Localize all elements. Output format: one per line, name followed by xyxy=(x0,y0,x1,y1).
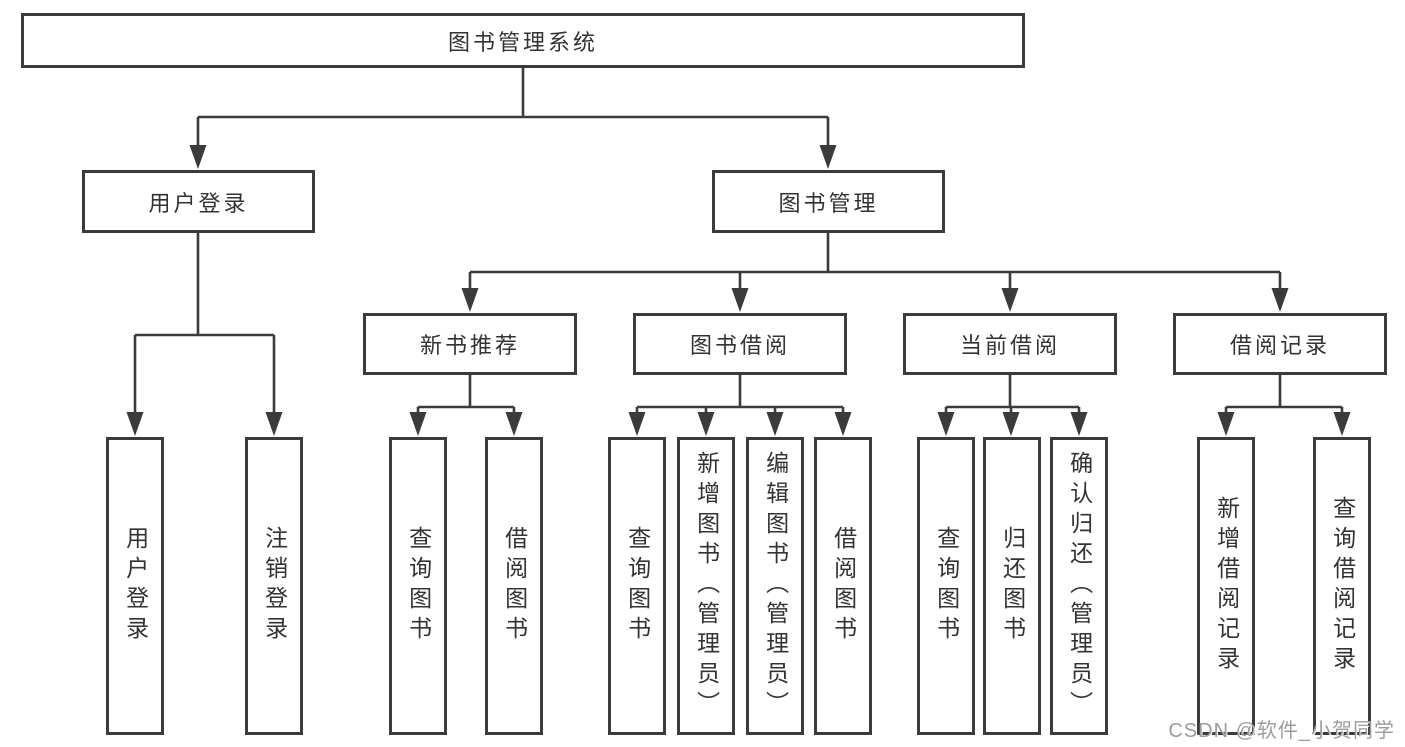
node-label: 查询图书 xyxy=(405,526,432,646)
arrowhead-icon xyxy=(409,412,427,436)
leaf-add-book-admin: 新增图书（管理员） xyxy=(677,437,735,735)
node-user-login-branch: 用户登录 xyxy=(82,170,315,233)
arrowhead-icon xyxy=(697,412,715,436)
arrowhead-icon xyxy=(189,145,207,169)
node-system-root: 图书管理系统 xyxy=(21,13,1025,68)
leaf-edit-book-admin: 编辑图书（管理员） xyxy=(746,437,804,735)
node-label: 用户登录 xyxy=(148,190,249,216)
leaf-logout: 注销登录 xyxy=(245,437,303,735)
node-book-borrow: 图书借阅 xyxy=(633,313,847,375)
node-label: 查询图书 xyxy=(933,526,960,646)
arrowhead-icon xyxy=(126,412,144,436)
arrowhead-icon xyxy=(819,145,837,169)
node-label: 查询借阅记录 xyxy=(1329,496,1356,676)
arrowhead-icon xyxy=(628,412,646,436)
leaf-query-book-3: 查询图书 xyxy=(917,437,975,735)
leaf-confirm-return-admin: 确认归还（管理员） xyxy=(1050,437,1108,735)
node-label: 图书管理 xyxy=(778,190,879,216)
leaf-borrow-book-2: 借阅图书 xyxy=(814,437,872,735)
node-label: 借阅图书 xyxy=(830,526,857,646)
leaf-add-borrow-record: 新增借阅记录 xyxy=(1197,437,1255,735)
arrowhead-icon xyxy=(1217,412,1235,436)
node-label: 新增借阅记录 xyxy=(1213,496,1240,676)
node-label: 图书管理系统 xyxy=(447,29,598,55)
arrowhead-icon xyxy=(1002,412,1020,436)
node-label: 当前借阅 xyxy=(959,333,1060,358)
leaf-borrow-book-1: 借阅图书 xyxy=(485,437,543,735)
node-label: 编辑图书（管理员） xyxy=(762,451,789,721)
leaf-return-book: 归还图书 xyxy=(983,437,1041,735)
arrowhead-icon xyxy=(1001,288,1019,312)
node-label: 注销登录 xyxy=(261,526,288,646)
node-label: 新增图书（管理员） xyxy=(693,451,720,721)
node-label: 借阅图书 xyxy=(501,526,528,646)
node-label: 借阅记录 xyxy=(1229,333,1330,358)
node-label: 新书推荐 xyxy=(419,333,520,358)
arrowhead-icon xyxy=(1070,412,1088,436)
leaf-query-book-2: 查询图书 xyxy=(608,437,666,735)
node-new-book-recommend: 新书推荐 xyxy=(363,313,577,375)
node-book-management-branch: 图书管理 xyxy=(712,170,945,233)
arrowhead-icon xyxy=(461,288,479,312)
arrowhead-icon xyxy=(265,412,283,436)
node-label: 用户登录 xyxy=(122,526,149,646)
node-label: 确认归还（管理员） xyxy=(1066,451,1093,721)
arrowhead-icon xyxy=(834,412,852,436)
arrowhead-icon xyxy=(937,412,955,436)
node-current-borrow: 当前借阅 xyxy=(903,313,1117,375)
node-borrow-records: 借阅记录 xyxy=(1173,313,1387,375)
arrowhead-icon xyxy=(766,412,784,436)
leaf-query-borrow-record: 查询借阅记录 xyxy=(1313,437,1371,735)
csdn-watermark: CSDN @软件_小贺同学 xyxy=(1168,720,1395,742)
leaf-query-book-1: 查询图书 xyxy=(389,437,447,735)
leaf-user-login: 用户登录 xyxy=(106,437,164,735)
arrowhead-icon xyxy=(731,288,749,312)
node-label: 查询图书 xyxy=(624,526,651,646)
arrowhead-icon xyxy=(1271,288,1289,312)
arrowhead-icon xyxy=(1333,412,1351,436)
node-label: 图书借阅 xyxy=(689,333,790,358)
arrowhead-icon xyxy=(505,412,523,436)
node-label: 归还图书 xyxy=(999,526,1026,646)
